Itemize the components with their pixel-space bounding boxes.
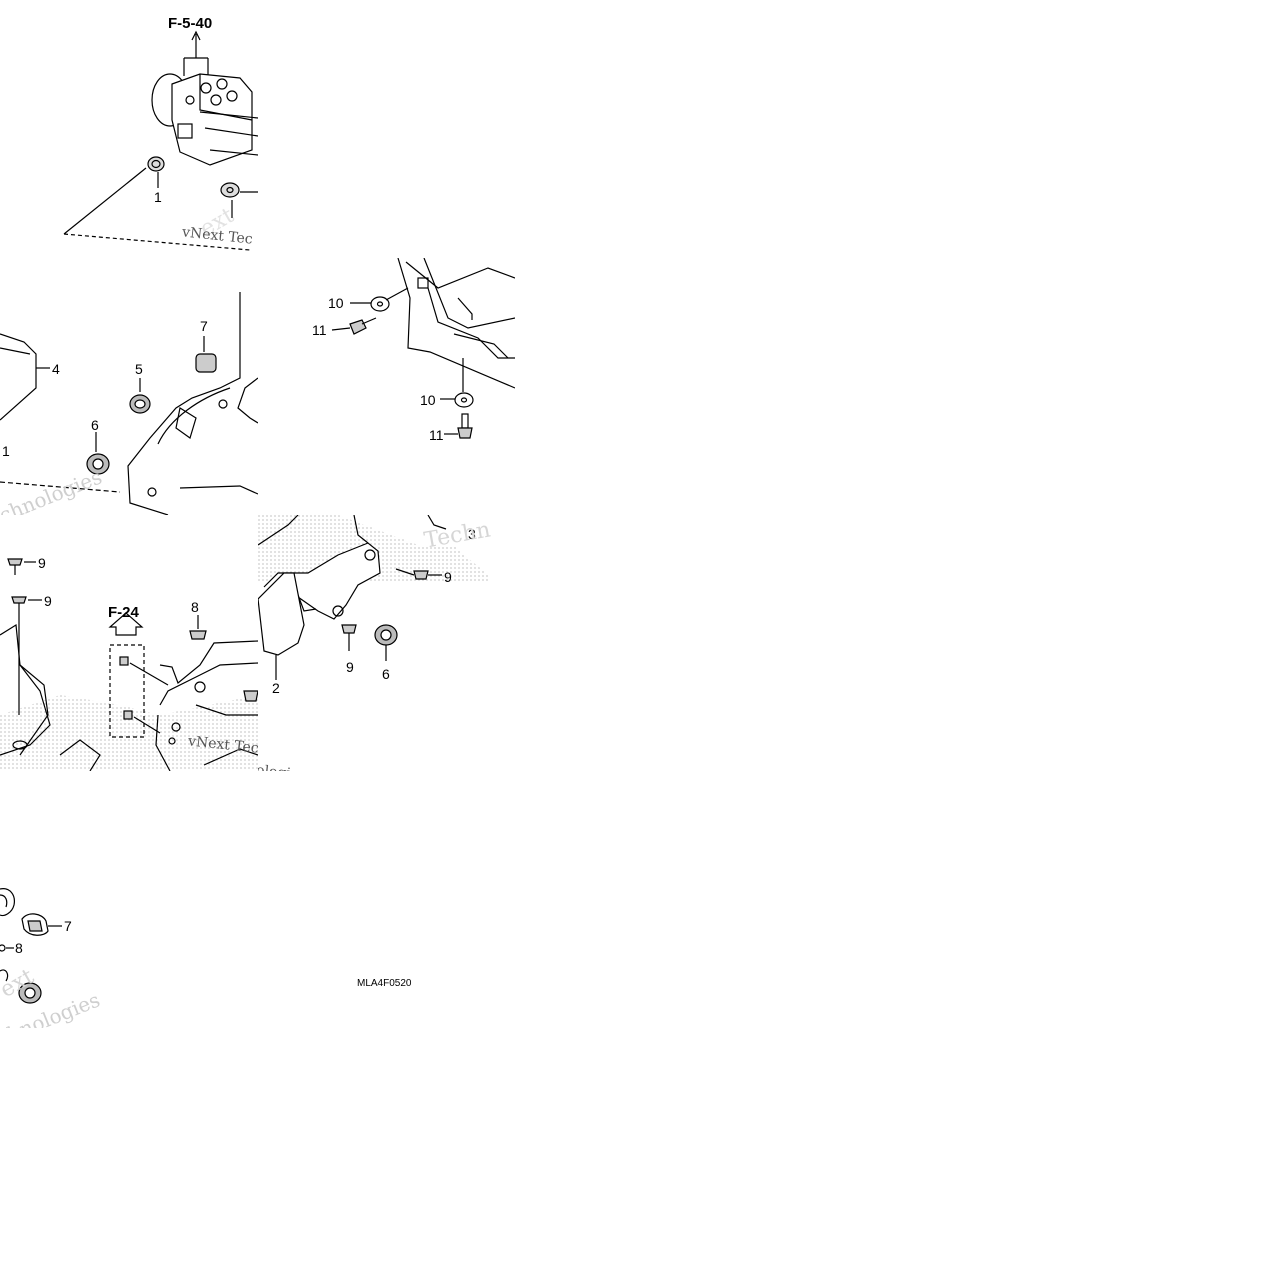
frame-mount-drawing xyxy=(0,558,258,771)
callout-label: 11 xyxy=(429,427,444,443)
callout-label: 9 xyxy=(38,555,46,571)
callout-label: 4 xyxy=(52,361,60,377)
callout-label: 9 xyxy=(44,593,52,609)
figure-code: MLA4F0520 xyxy=(357,978,412,989)
bracket-grommets-drawing xyxy=(0,292,258,515)
sensor-bracket-drawing xyxy=(258,515,515,680)
callout-label: 8 xyxy=(191,599,199,615)
callout-label: 9 xyxy=(346,659,354,675)
callout-label: 7 xyxy=(200,318,208,334)
ref-label-mid[interactable]: F-24 xyxy=(108,604,139,621)
grommets-bottom-drawing xyxy=(0,888,62,1004)
tile-abs-modulator: F-5-40 1 ext vNext Tec xyxy=(0,0,258,258)
callout-label: 1 xyxy=(2,443,10,459)
callout-label: 5 xyxy=(135,361,143,377)
callout-label: 11 xyxy=(312,322,327,338)
abs-modulator-drawing xyxy=(63,30,258,251)
ref-label-top[interactable]: F-5-40 xyxy=(168,15,213,32)
tile-sensor-bracket: 3 9 9 2 6 5 Techn ologies xyxy=(258,515,515,771)
tile-bracket-grommets: 4 5 6 7 1 chnologies xyxy=(0,258,258,515)
callout-label: 3 xyxy=(468,526,476,542)
bolts-washers-drawing xyxy=(331,258,515,439)
callout-label: 9 xyxy=(444,569,452,585)
callout-label: 6 xyxy=(91,417,99,433)
callout-label: 2 xyxy=(272,680,280,696)
tile-frame-mount: 9 9 8 F-24 vNext Tec xyxy=(0,515,258,771)
tile-grommets-bottom: 7 8 chnologies ext xyxy=(0,771,258,1028)
callout-label: 6 xyxy=(382,666,390,682)
callout-label: 7 xyxy=(64,918,72,934)
tile-bolts-washers: 10 11 10 11 ologies xyxy=(258,258,515,515)
callout-label: 8 xyxy=(15,940,23,956)
callout-label: 10 xyxy=(328,295,344,311)
callout-label: 10 xyxy=(420,392,436,408)
callout-label: 1 xyxy=(154,189,162,205)
